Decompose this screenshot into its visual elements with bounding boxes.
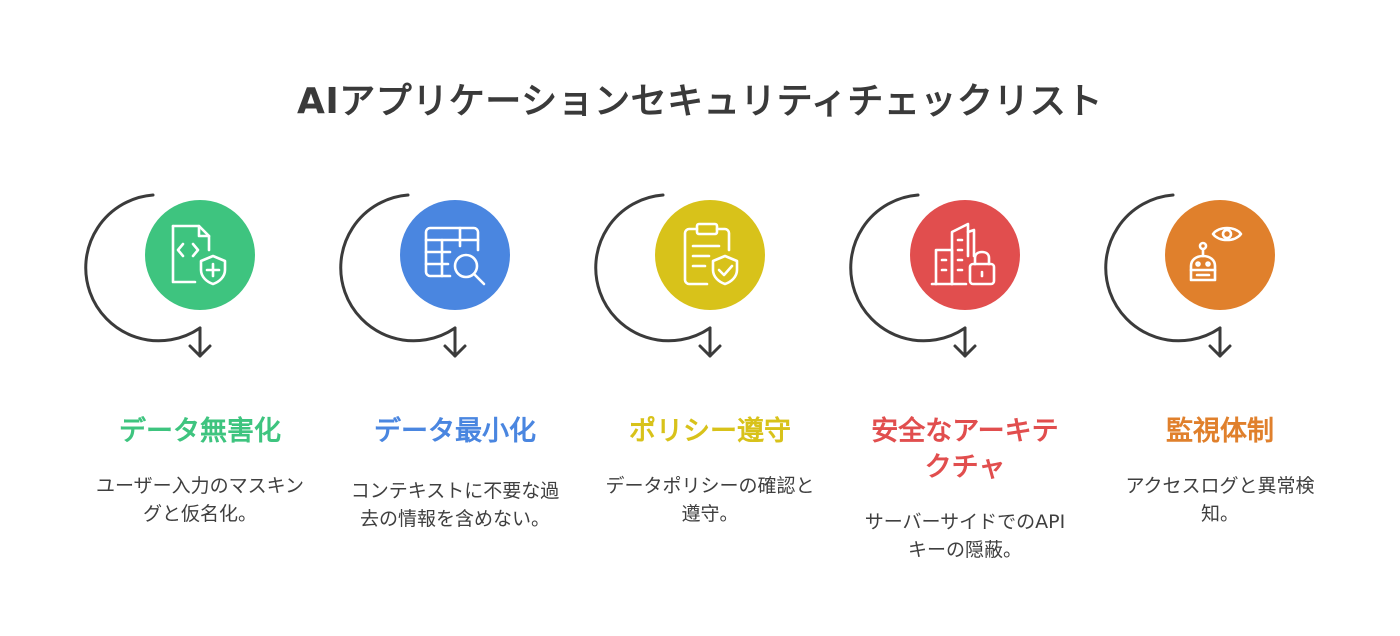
buildings-lock-icon	[930, 222, 996, 286]
ring-arrow-icon	[84, 193, 212, 358]
step-label: 監視体制	[1166, 416, 1274, 447]
step-label: ポリシー遵守	[629, 416, 791, 447]
step-label: データ最小化	[374, 416, 536, 447]
step-description: ユーザー入力のマスキングと仮名化。	[95, 475, 305, 525]
ring-arrow-icon	[849, 193, 977, 358]
step-icon-circle	[145, 200, 255, 310]
step-monitoring: 監視体制 アクセスログと異常検知。	[1104, 170, 1335, 590]
step-data-minimization: データ最小化 コンテキストに不要な過去の情報を含めない。	[339, 170, 570, 590]
step-data-sanitization: データ無害化 ユーザー入力のマスキングと仮名化。	[84, 170, 315, 590]
ring-arrow-icon	[1104, 193, 1232, 358]
table-search-icon	[424, 226, 486, 286]
clipboard-shield-check-icon	[683, 222, 739, 286]
step-description: サーバーサイドでのAPIキーの隠蔽。	[864, 511, 1066, 561]
step-description: アクセスログと異常検知。	[1125, 475, 1315, 525]
step-secure-architecture: 安全なアーキテクチャ サーバーサイドでのAPIキーの隠蔽。	[849, 170, 1080, 590]
step-icon-circle	[910, 200, 1020, 310]
step-description: データポリシーの確認と遵守。	[605, 475, 815, 525]
step-icon-circle	[400, 200, 510, 310]
robot-eye-icon	[1189, 226, 1243, 282]
page-title: AIアプリケーションセキュリティチェックリスト	[297, 81, 1103, 122]
step-policy-compliance: ポリシー遵守 データポリシーの確認と遵守。	[594, 170, 825, 590]
step-label: データ無害化	[119, 416, 281, 447]
step-icon-circle	[1165, 200, 1275, 310]
ring-arrow-icon	[594, 193, 722, 358]
step-label: 安全なアーキテクチャ	[871, 416, 1059, 483]
code-file-shield-plus-icon	[171, 224, 227, 286]
step-description: コンテキストに不要な過去の情報を含めない。	[350, 480, 560, 530]
step-icon-circle	[655, 200, 765, 310]
ring-arrow-icon	[339, 193, 467, 358]
